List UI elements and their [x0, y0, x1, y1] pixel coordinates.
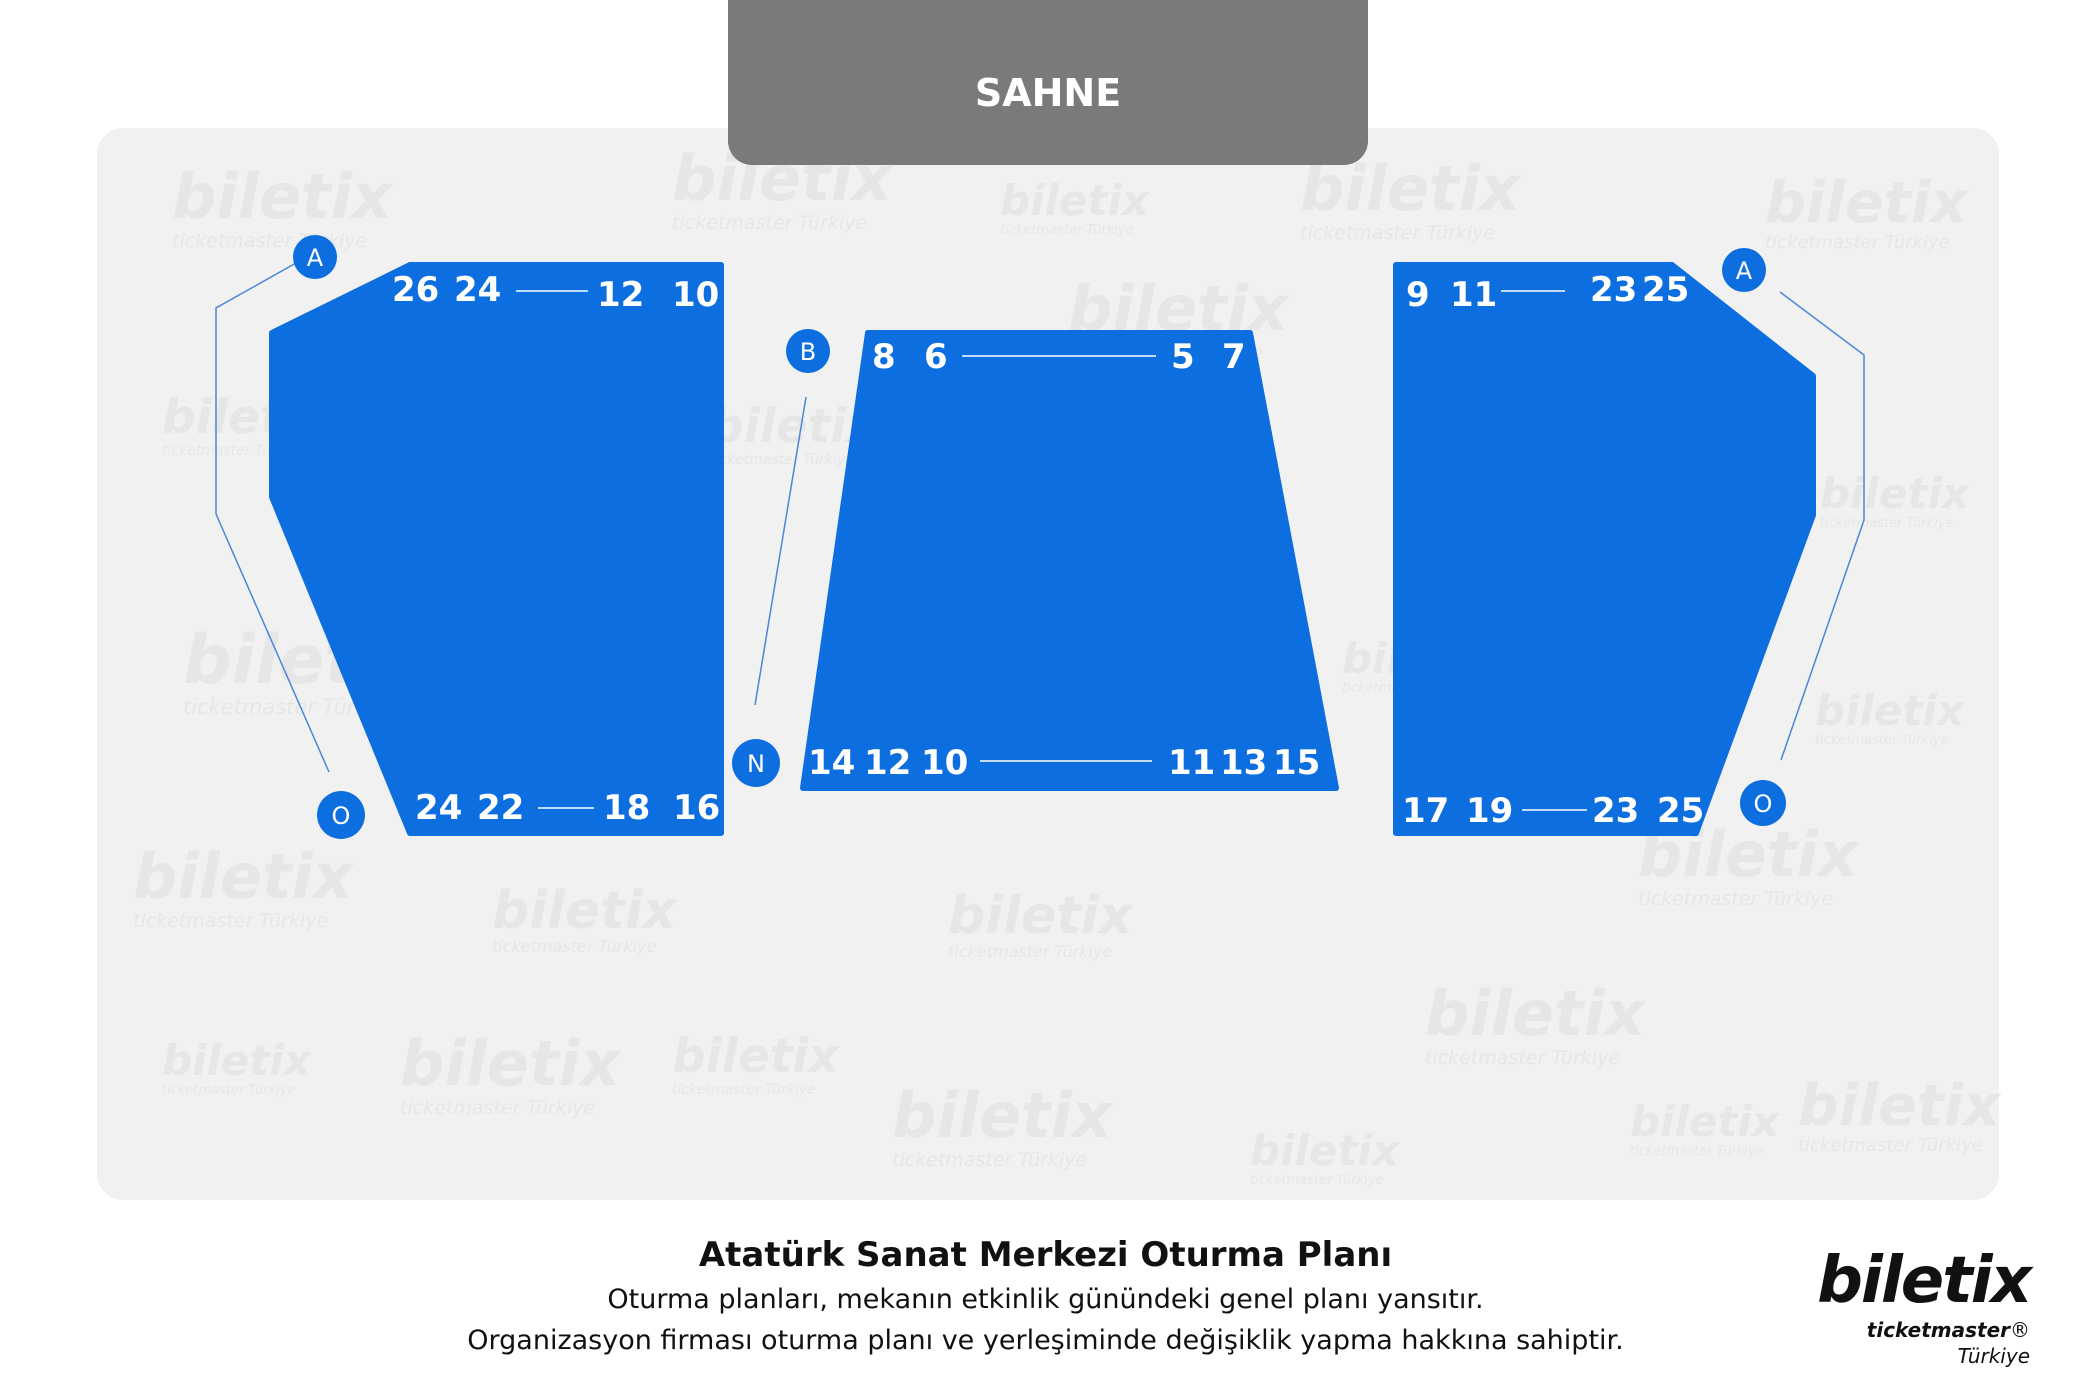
- watermark-wordmark: biletix: [948, 886, 1134, 946]
- watermark-subline: ticketmaster Türkiye: [1820, 516, 1954, 531]
- watermark-wordmark: biletix: [1250, 1126, 1401, 1175]
- seat-number-left-top: 24: [454, 270, 501, 310]
- stage: [728, 0, 1368, 165]
- watermark-subline: ticketmaster Türkiye: [1250, 1173, 1384, 1188]
- section-right[interactable]: [1393, 262, 1816, 836]
- seat-number-right-top: 23: [1590, 270, 1637, 310]
- watermark-wordmark: biletix: [1798, 1073, 2002, 1139]
- seat-number-center-bottom: 15: [1273, 743, 1320, 783]
- row-guide-right: [1779, 291, 1865, 761]
- watermark-wordmark: biletix: [1815, 686, 1966, 735]
- seat-number-center-top: 5: [1171, 337, 1195, 377]
- logo-sub-region: Türkiye: [1957, 1344, 2030, 1368]
- watermark-wordmark: biletix: [492, 881, 678, 941]
- logo-subline: ticketmaster® Türkiye: [1800, 1317, 2030, 1369]
- row-marker-center-last[interactable]: N: [732, 739, 780, 787]
- seat-number-center-bottom: 12: [864, 743, 911, 783]
- watermark-subline: ticketmaster Türkiye: [1300, 222, 1495, 244]
- watermark-subline: ticketmaster Türkiye: [710, 452, 854, 468]
- watermark-subline: ticketmaster Türkiye: [892, 1149, 1087, 1171]
- watermark-subline: ticketmaster Türkiye: [400, 1097, 595, 1119]
- row-marker-label: N: [747, 750, 765, 778]
- watermark-subline: ticketmaster Türkiye: [672, 212, 867, 234]
- row-marker-label: A: [1736, 257, 1753, 285]
- seat-number-center-top: 6: [924, 337, 948, 377]
- watermark-subline: ticketmaster Türkiye: [1798, 1135, 1983, 1156]
- seat-number-center-bottom: 11: [1168, 743, 1215, 783]
- plan-note-general: Oturma planları, mekanın etkinlik gününd…: [607, 1284, 1484, 1315]
- row-marker-left-first[interactable]: A: [293, 235, 337, 279]
- plan-title: Atatürk Sanat Merkezi Oturma Planı: [698, 1235, 1393, 1275]
- seat-number-center-bottom: 14: [808, 743, 855, 783]
- seat-number-right-bottom: 23: [1592, 791, 1639, 831]
- watermark-subline: ticketmaster Türkiye: [1000, 223, 1134, 238]
- seat-number-center-top: 7: [1222, 337, 1246, 377]
- stage-label: SAHNE: [975, 71, 1121, 115]
- watermark-subline: ticketmaster Türkiye: [672, 1082, 816, 1098]
- watermark-subline: ticketmaster Türkiye: [1638, 888, 1833, 910]
- row-marker-right-first[interactable]: A: [1722, 248, 1766, 292]
- watermark-subline: ticketmaster Türkiye: [1765, 232, 1950, 253]
- watermark-wordmark: biletix: [400, 1027, 622, 1100]
- watermark-wordmark: biletix: [1000, 176, 1151, 225]
- biletix-logo: biletix ticketmaster® Türkiye: [1800, 1244, 2032, 1369]
- section-center[interactable]: [800, 330, 1339, 791]
- watermark-subline: ticketmaster Türkiye: [162, 1083, 296, 1098]
- plan-note-disclaimer: Organizasyon firması oturma planı ve yer…: [467, 1325, 1624, 1356]
- watermark-wordmark: biletix: [1820, 469, 1971, 518]
- seat-number-right-top: 25: [1642, 270, 1689, 310]
- logo-wordmark: biletix: [1817, 1244, 2032, 1318]
- watermark-subline: ticketmaster Türkiye: [492, 937, 656, 956]
- watermark-wordmark: biletix: [1765, 170, 1969, 236]
- watermark-subline: ticketmaster Türkiye: [1630, 1144, 1764, 1159]
- watermark-subline: ticketmaster Türkiye: [133, 910, 328, 932]
- watermark-wordmark: biletix: [133, 840, 355, 913]
- watermark-subline: ticketmaster Türkiye: [1815, 733, 1949, 748]
- watermark-wordmark: biletix: [1425, 977, 1647, 1050]
- seat-number-right-top: 9: [1406, 275, 1430, 315]
- watermark-subline: ticketmaster Türkiye: [948, 942, 1112, 961]
- seat-number-center-bottom: 10: [921, 743, 968, 783]
- section-left[interactable]: [269, 262, 724, 836]
- seat-number-left-bottom: 22: [477, 788, 524, 828]
- watermark-wordmark: biletix: [892, 1079, 1114, 1152]
- seat-number-left-bottom: 24: [415, 788, 462, 828]
- watermark-wordmark: biletix: [672, 1029, 840, 1084]
- watermark-subline: ticketmaster Türkiye: [172, 230, 367, 252]
- watermark-subline: ticketmaster Türkiye: [1425, 1047, 1620, 1069]
- seat-number-left-top: 26: [392, 270, 439, 310]
- seat-number-right-bottom: 19: [1466, 791, 1513, 831]
- seat-number-left-bottom: 18: [603, 788, 650, 828]
- seat-number-right-bottom: 25: [1657, 791, 1704, 831]
- logo-sub-brand: ticketmaster: [1866, 1318, 2010, 1342]
- watermark-wordmark: biletix: [162, 1036, 313, 1085]
- row-marker-label: A: [307, 244, 324, 272]
- row-marker-label: B: [800, 338, 816, 366]
- seat-number-right-bottom: 17: [1402, 791, 1449, 831]
- seat-number-left-top: 12: [597, 275, 644, 315]
- seat-number-right-top: 11: [1450, 275, 1497, 315]
- row-marker-label: O: [332, 802, 351, 830]
- seat-number-center-top: 8: [872, 337, 896, 377]
- watermark-wordmark: biletix: [172, 160, 394, 233]
- seat-number-center-bottom: 13: [1220, 743, 1267, 783]
- seat-number-left-top: 10: [672, 275, 719, 315]
- row-marker-left-last[interactable]: O: [317, 791, 365, 839]
- row-marker-right-last[interactable]: O: [1740, 780, 1786, 826]
- row-marker-center-first[interactable]: B: [786, 329, 830, 373]
- row-guide-left: [215, 262, 330, 773]
- row-marker-label: O: [1754, 790, 1773, 818]
- row-guide-center: [754, 396, 807, 706]
- watermark-wordmark: biletix: [1630, 1097, 1781, 1146]
- seat-number-left-bottom: 16: [673, 788, 720, 828]
- logo-registered-mark: ®: [2010, 1318, 2030, 1342]
